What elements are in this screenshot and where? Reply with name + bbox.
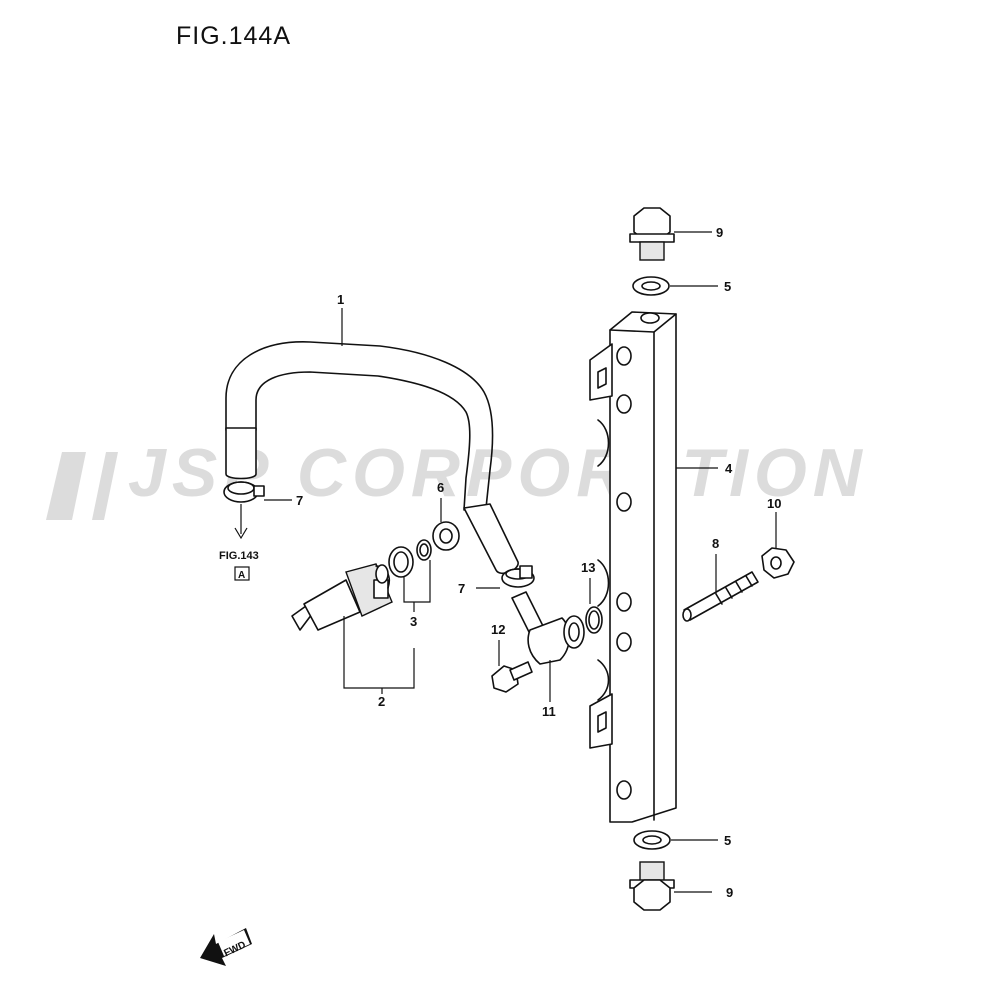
stud-bolt — [682, 554, 759, 622]
callout-6: 6 — [437, 480, 444, 495]
callout-13: 13 — [581, 560, 595, 575]
fuel-injector — [291, 563, 393, 631]
o-ring-13 — [585, 578, 603, 634]
injector-seals — [388, 539, 432, 578]
callout-5-top: 5 — [724, 279, 731, 294]
callout-10: 10 — [767, 496, 781, 511]
plug-bolt-bottom — [629, 861, 712, 911]
callout-1: 1 — [337, 292, 344, 307]
callout-7-mid: 7 — [458, 581, 465, 596]
bolt-12 — [491, 640, 533, 693]
callout-9-top: 9 — [716, 225, 723, 240]
figure-title: FIG.144A — [176, 22, 291, 50]
callout-2: 2 — [378, 694, 385, 709]
hose-clamp-mid — [476, 565, 535, 589]
callout-7-left: 7 — [296, 493, 303, 508]
fuel-fitting — [511, 591, 585, 665]
injector-cushion — [432, 521, 460, 551]
hose-clamp-left — [223, 481, 292, 540]
callout-3: 3 — [410, 614, 417, 629]
plug-bolt-top — [629, 207, 712, 261]
reference-fig-label[interactable]: FIG.143 — [219, 550, 259, 562]
reference-box-label[interactable]: A — [238, 570, 245, 581]
group-leaders — [341, 308, 551, 702]
callout-5-bottom: 5 — [724, 833, 731, 848]
nut-10 — [761, 512, 795, 579]
callout-4: 4 — [725, 461, 733, 476]
fuel-rail — [589, 311, 718, 823]
washer-bottom — [633, 830, 718, 850]
callout-12: 12 — [491, 622, 505, 637]
washer-top — [632, 276, 718, 296]
watermark: JSP CORPORATION — [46, 435, 862, 520]
forward-arrow: FWD — [200, 928, 252, 966]
callout-numbers: 1 2 3 4 5 5 6 7 7 8 9 9 10 11 12 13 — [296, 225, 781, 900]
callout-8: 8 — [712, 536, 719, 551]
callout-11: 11 — [542, 704, 556, 719]
fuel-hose — [225, 341, 519, 575]
reference-link[interactable]: FIG.143 A — [219, 550, 259, 581]
callout-9-bottom: 9 — [726, 885, 733, 900]
